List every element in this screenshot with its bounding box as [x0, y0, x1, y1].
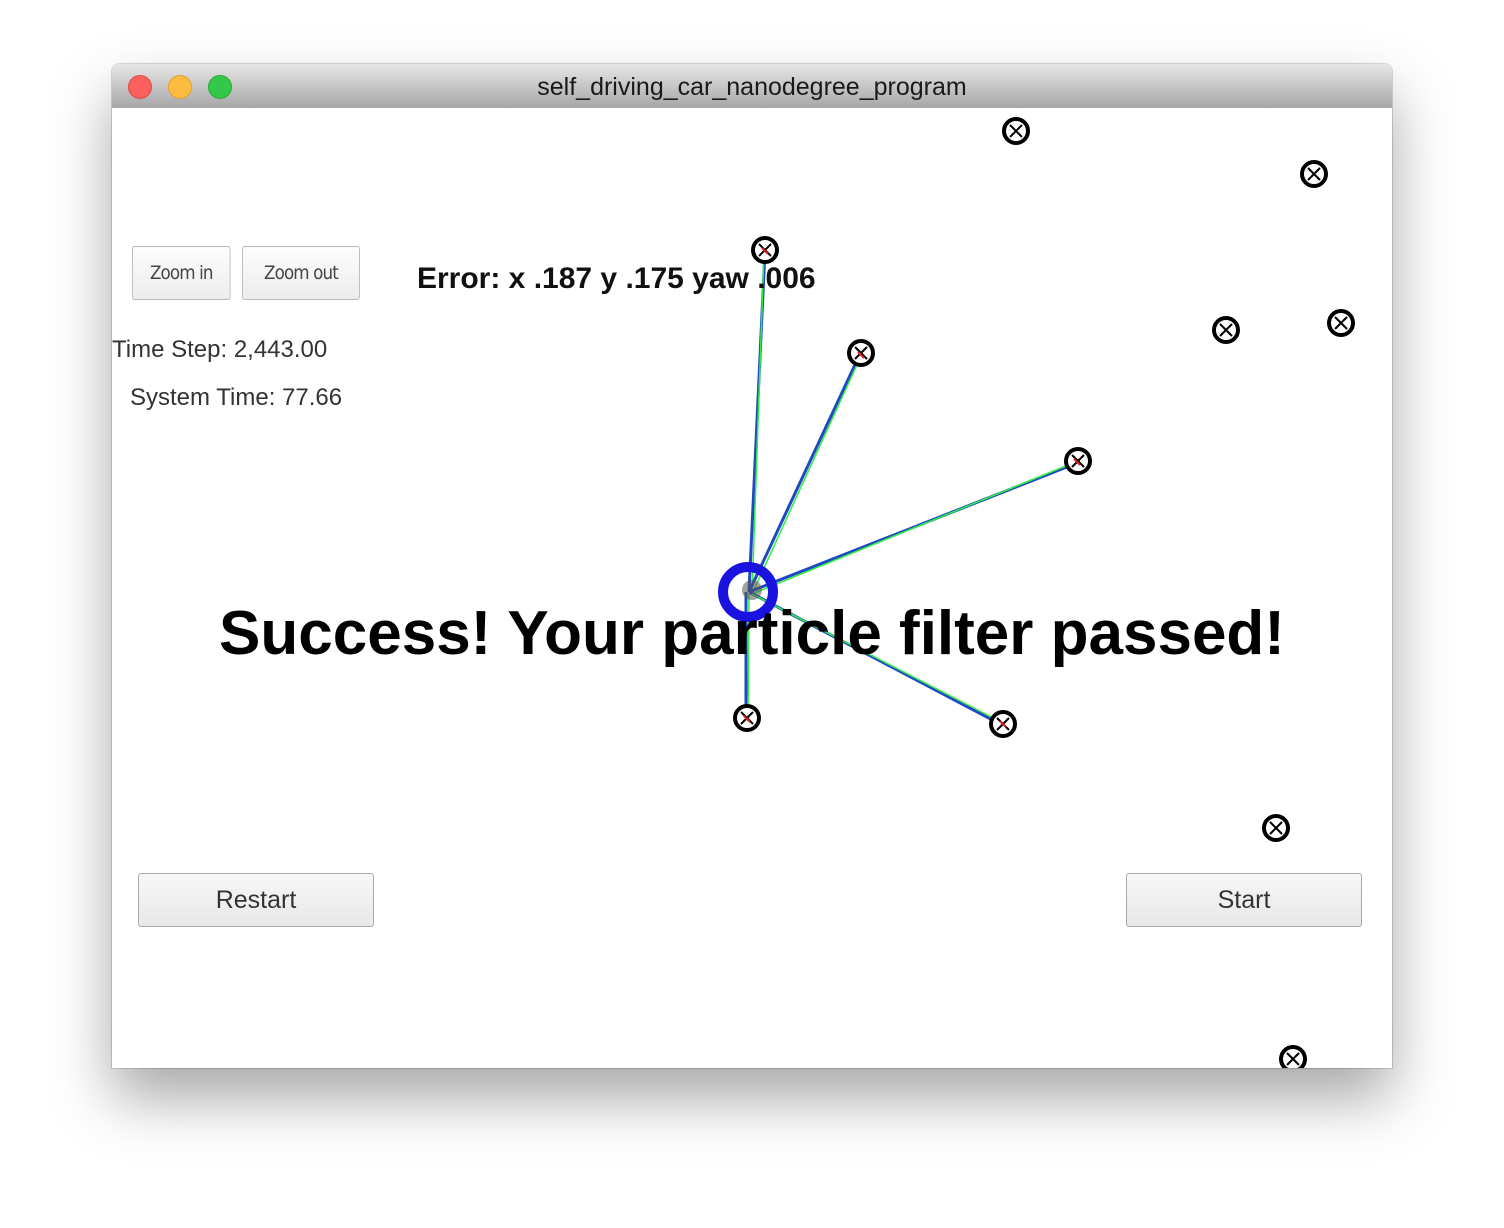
landmark-icon — [1262, 814, 1290, 842]
truth-line — [751, 593, 1004, 724]
truth-line — [751, 460, 1079, 595]
simulator-canvas: Zoom in Zoom out Time Step: 2,443.00 Sys… — [112, 108, 1392, 1068]
maximize-window-button[interactable] — [208, 75, 232, 99]
landmark-icon — [1279, 1045, 1307, 1068]
time-step-label: Time Step: 2,443.00 — [112, 336, 328, 363]
landmark-icon — [1327, 309, 1355, 337]
error-readout: Error: x .187 y .175 yaw .006 — [417, 262, 816, 295]
landmark-icon — [1002, 117, 1030, 145]
minimize-window-button[interactable] — [168, 75, 192, 99]
observation-lines — [744, 249, 1079, 727]
close-window-button[interactable] — [128, 75, 152, 99]
title-bar[interactable]: self_driving_car_nanodegree_program — [112, 64, 1392, 109]
zoom-out-button[interactable]: Zoom out — [242, 246, 360, 300]
app-window: self_driving_car_nanodegree_program — [112, 64, 1392, 1068]
window-title: self_driving_car_nanodegree_program — [537, 73, 967, 101]
start-button[interactable]: Start — [1126, 873, 1362, 927]
truth-line — [751, 355, 862, 595]
landmark-icon — [847, 339, 875, 367]
restart-button[interactable]: Restart — [138, 873, 374, 927]
zoom-in-button[interactable]: Zoom in — [132, 246, 231, 300]
estimate-line — [748, 461, 1078, 594]
success-message: Success! Your particle filter passed! — [219, 599, 1285, 668]
vehicle-icon — [718, 562, 778, 622]
system-time-label: System Time: 77.66 — [130, 384, 343, 411]
observation-markers — [743, 247, 1081, 728]
landmark-icon — [1300, 160, 1328, 188]
estimate-line — [747, 353, 862, 593]
landmark-icon — [1212, 316, 1240, 344]
truth-line — [751, 251, 765, 595]
landmark-icon — [1064, 447, 1092, 475]
scene-svg — [718, 117, 1355, 1068]
